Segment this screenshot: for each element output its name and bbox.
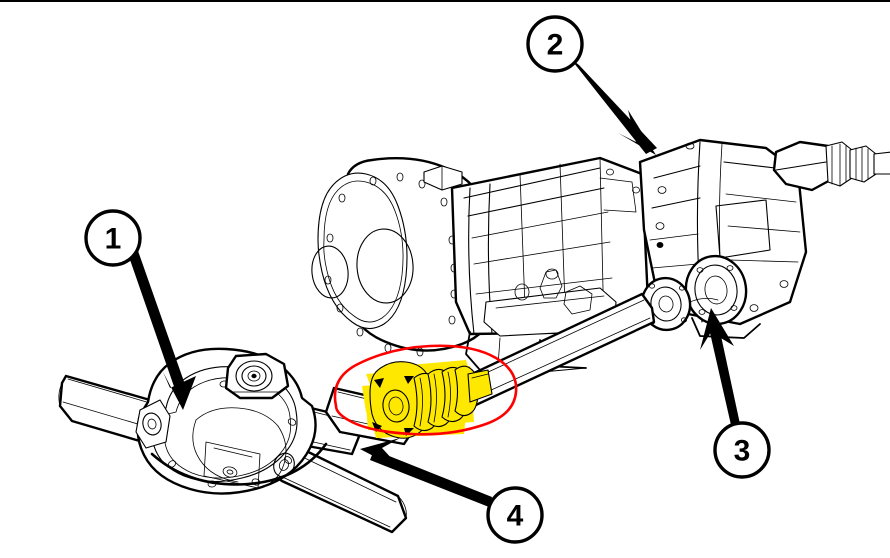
front-output-yoke bbox=[684, 254, 748, 326]
transmission-assembly bbox=[311, 156, 650, 375]
callout-4-circle[interactable] bbox=[486, 486, 544, 544]
left-knuckle-flange bbox=[135, 399, 171, 449]
right-knuckle-flange bbox=[273, 452, 295, 478]
callout-2-arrow bbox=[570, 58, 657, 155]
callout-3-circle[interactable] bbox=[713, 421, 771, 479]
callout-1-circle[interactable] bbox=[84, 209, 142, 267]
axle-vent-boss bbox=[224, 352, 290, 400]
callout-1-arrow bbox=[128, 248, 196, 410]
callout-2-label: 2 bbox=[547, 29, 564, 62]
callout-1-label: 1 bbox=[105, 223, 122, 256]
callout-3-arrow bbox=[700, 308, 740, 425]
highlighted-cv-joint-boot bbox=[333, 344, 518, 439]
callout-4-label: 4 bbox=[507, 500, 524, 533]
callout-2-circle[interactable] bbox=[526, 15, 584, 73]
callout-4[interactable]: 4 bbox=[486, 486, 544, 544]
cv-boot-rings bbox=[413, 365, 479, 432]
red-annotation-oval bbox=[333, 344, 518, 436]
rear-output-shaft bbox=[772, 140, 890, 192]
callout-3[interactable]: 3 bbox=[713, 421, 771, 479]
callout-1[interactable]: 1 bbox=[84, 209, 142, 267]
callout-arrows bbox=[128, 58, 740, 507]
callout-3-label: 3 bbox=[734, 435, 751, 468]
callout-4-arrow bbox=[360, 438, 492, 507]
callout-2[interactable]: 2 bbox=[526, 15, 584, 73]
